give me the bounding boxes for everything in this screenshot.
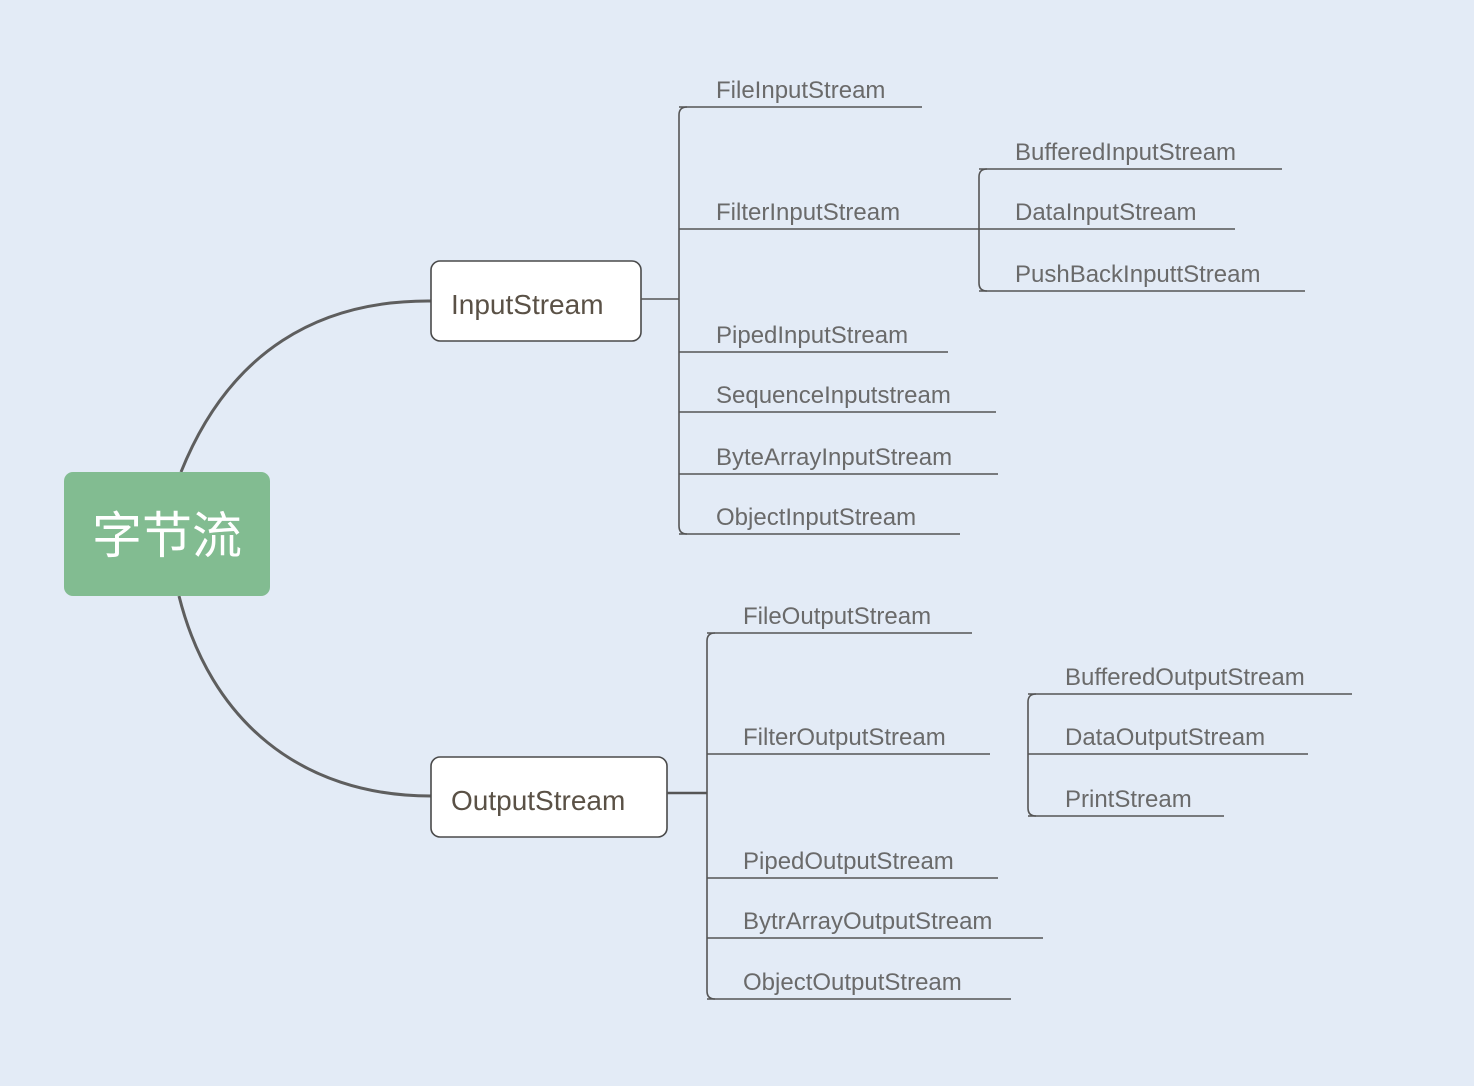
inputstream-node-label: InputStream [451, 289, 604, 320]
leaf-label: ObjectOutputStream [743, 969, 962, 996]
leaf-label: FilterInputStream [716, 199, 900, 226]
leaf-object-output-stream[interactable]: ObjectOutputStream [707, 969, 1011, 1000]
leaf-print-stream[interactable]: PrintStream [1028, 786, 1224, 817]
leaf-nodes: FileInputStreamFilterInputStreamPipedInp… [679, 77, 1352, 1000]
leaf-label: ByteArrayInputStream [716, 444, 952, 471]
leaf-label: PipedInputStream [716, 322, 908, 349]
leaf-filter-input-stream[interactable]: FilterInputStream [679, 199, 979, 230]
input-spine-line [678, 106, 688, 535]
leaf-sequence-inputstream[interactable]: SequenceInputstream [679, 382, 996, 413]
inputstream-node-box [430, 260, 642, 342]
leaf-buffered-input-stream[interactable]: BufferedInputStream [979, 139, 1282, 170]
leaf-label: ObjectInputStream [716, 504, 916, 531]
root-node[interactable]: 字节流 [64, 472, 270, 596]
leaf-file-input-stream[interactable]: FileInputStream [679, 77, 922, 108]
input-filter-spine-line [978, 168, 988, 292]
leaf-label: DataOutputStream [1065, 724, 1265, 751]
leaf-label: PrintStream [1065, 786, 1192, 813]
leaf-label: DataInputStream [1015, 199, 1196, 226]
root-node-label: 字节流 [92, 507, 242, 565]
leaf-buffered-output-stream[interactable]: BufferedOutputStream [1028, 664, 1352, 695]
leaf-label: BytrArrayOutputStream [743, 908, 992, 935]
leaf-label: SequenceInputstream [716, 382, 951, 409]
leaf-label: BufferedInputStream [1015, 139, 1236, 166]
outputstream-node-label: OutputStream [451, 785, 625, 816]
root-to-input-connector [179, 299, 432, 473]
leaf-piped-output-stream[interactable]: PipedOutputStream [707, 848, 998, 879]
outputstream-node-box [430, 756, 668, 838]
leaf-label: BufferedOutputStream [1065, 664, 1305, 691]
output-branch-lines [667, 632, 1037, 1000]
root-node-box [64, 472, 270, 596]
outputstream-node[interactable]: OutputStream [430, 756, 668, 838]
leaf-label: PushBackInputtStream [1015, 261, 1260, 288]
input-branch-lines [641, 106, 988, 535]
leaf-label: FileInputStream [716, 77, 885, 104]
leaf-label: FilterOutputStream [743, 724, 946, 751]
leaf-label: PipedOutputStream [743, 848, 954, 875]
leaf-label: FileOutputStream [743, 603, 931, 630]
leaf-file-output-stream[interactable]: FileOutputStream [707, 603, 972, 634]
output-spine-line [706, 632, 716, 1000]
leaf-filter-output-stream[interactable]: FilterOutputStream [707, 724, 990, 755]
leaf-push-back-inputt-stream[interactable]: PushBackInputtStream [979, 261, 1305, 292]
inputstream-node[interactable]: InputStream [430, 260, 642, 342]
leaf-data-output-stream[interactable]: DataOutputStream [1028, 724, 1308, 755]
leaf-bytr-array-output-stream[interactable]: BytrArrayOutputStream [707, 908, 1043, 939]
leaf-object-input-stream[interactable]: ObjectInputStream [679, 504, 960, 535]
leaf-data-input-stream[interactable]: DataInputStream [979, 199, 1235, 230]
leaf-piped-input-stream[interactable]: PipedInputStream [679, 322, 948, 353]
root-to-output-connector [177, 595, 432, 798]
output-filter-spine-line [1027, 693, 1037, 817]
leaf-byte-array-input-stream[interactable]: ByteArrayInputStream [679, 444, 998, 475]
